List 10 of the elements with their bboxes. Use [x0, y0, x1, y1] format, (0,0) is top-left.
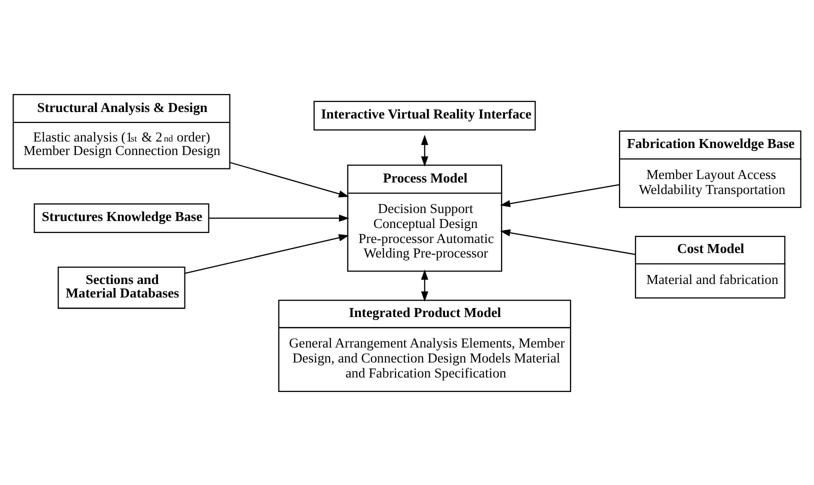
node-box: Sections and Material Databases	[58, 266, 186, 308]
arrow	[230, 161, 350, 197]
node-box: Interactive Virtual Reality Interface	[314, 100, 536, 130]
arrow	[500, 184, 620, 207]
arrow	[421, 269, 428, 302]
node-box: Structures Knowledge Base	[34, 202, 210, 233]
arrow	[208, 214, 350, 222]
arrow	[500, 228, 636, 255]
arrow	[421, 134, 428, 166]
arrow	[184, 234, 350, 274]
